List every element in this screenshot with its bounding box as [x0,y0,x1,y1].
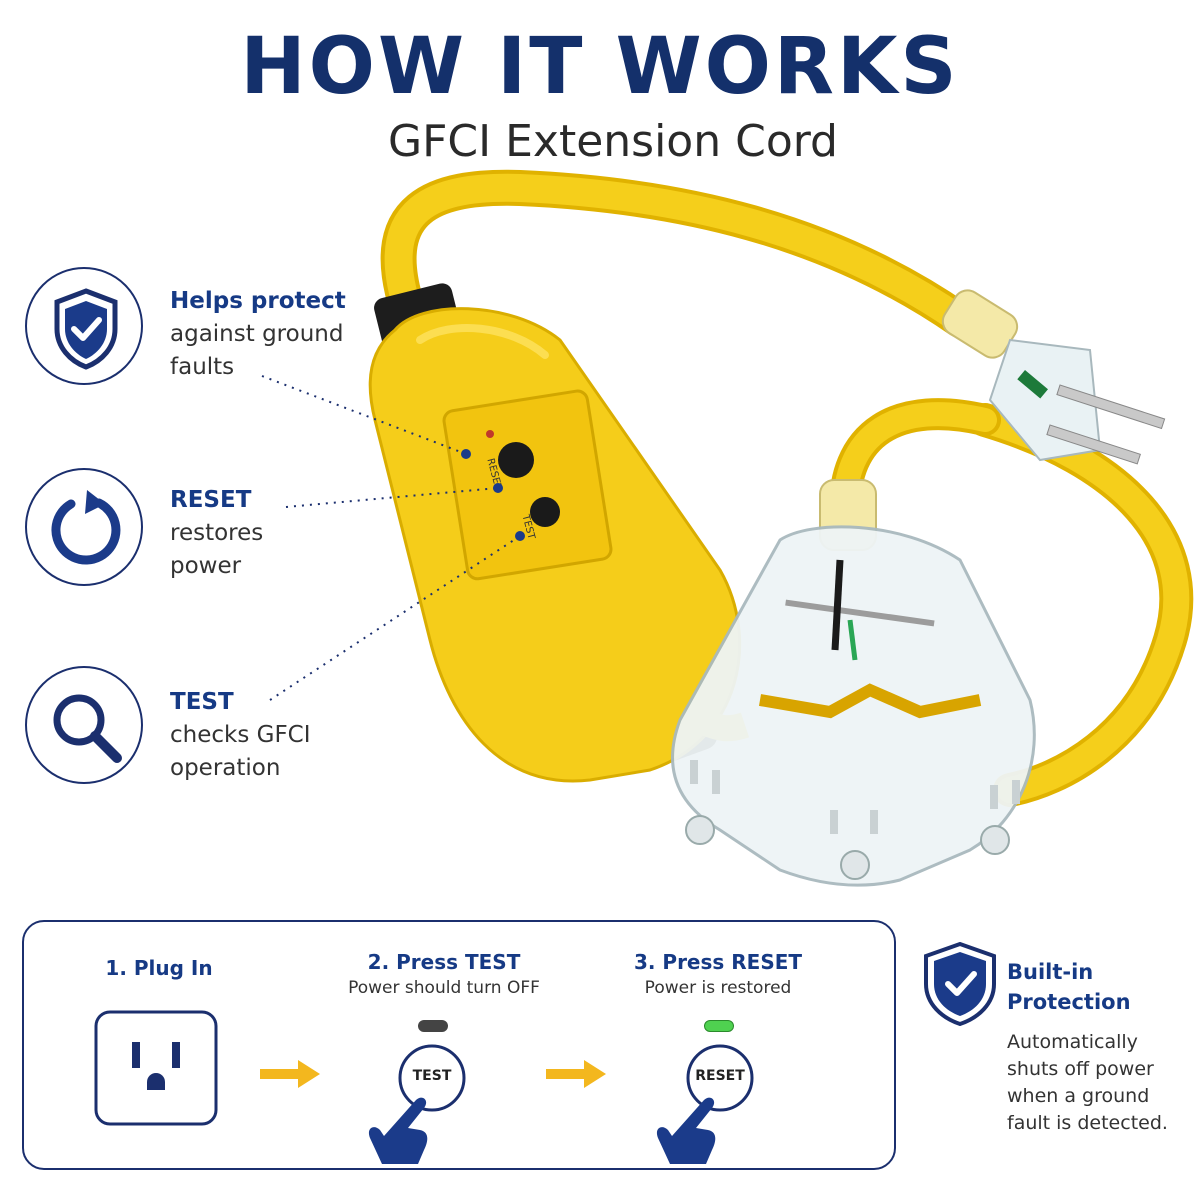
feature-test-head: TEST [170,689,234,715]
test-button-graphic [368,1044,466,1164]
gfci-cord-illustration: RESET TEST [261,169,1194,887]
feature-protect-line: against ground [170,321,344,347]
step-3-subtitle: Power is restored [644,978,792,998]
feature-test-line: checks GFCI [170,722,311,748]
callout-lines [261,375,521,701]
indicator-light-off [418,1020,448,1032]
wall-outlet-icon [94,1010,218,1126]
plug-icon [941,289,1166,465]
feature-test-badge [25,666,143,784]
test-button-label: TEST [412,1068,452,1084]
magnifier-icon [53,694,122,763]
shield-check-icon [924,942,996,1026]
feature-protect-line: faults [170,354,235,380]
feature-protect-head: Helps protect [170,288,346,314]
steps-panel: 1. Plug In 2. Press TEST Power should tu… [22,920,896,1170]
protection-head: Built-in [1007,960,1094,984]
triple-outlet [671,479,1036,887]
protection-head: Protection [1007,990,1131,1014]
feature-reset-head: RESET [170,487,252,513]
protection-body: Automatically [1007,1031,1138,1053]
protection-body: when a ground [1007,1085,1150,1107]
feature-test-text: TEST checks GFCI operation [170,686,311,785]
gfci-module: RESET TEST [368,283,741,783]
feature-reset-text: RESET restores power [170,484,263,583]
step-3-title: 3. Press RESET [633,950,803,974]
feature-shield-badge [25,267,143,385]
pointing-hand-icon [656,1097,716,1164]
reset-button-graphic [656,1044,754,1164]
feature-reset-line: restores [170,520,264,546]
reset-button-label: RESET [695,1068,745,1084]
feature-reset-line: power [170,553,242,579]
shield-check-icon [54,288,118,370]
feature-test-line: operation [170,755,281,781]
page-title: HOW IT WORKS [240,22,960,112]
indicator-light-on [704,1020,734,1032]
reset-arrow-icon [51,490,121,565]
page-subtitle: GFCI Extension Cord [388,116,838,167]
arrow-right-icon [546,1060,606,1088]
step-1-title: 1. Plug In [105,956,213,980]
feature-protect-text: Helps protect against ground faults [170,285,346,384]
arrow-right-icon [260,1060,320,1088]
step-2-subtitle: Power should turn OFF [348,978,540,998]
pointing-hand-icon [368,1097,428,1164]
step-2-title: 2. Press TEST [367,950,521,974]
feature-reset-badge [25,468,143,586]
protection-body: shuts off power [1007,1058,1154,1080]
protection-body: fault is detected. [1007,1112,1168,1134]
